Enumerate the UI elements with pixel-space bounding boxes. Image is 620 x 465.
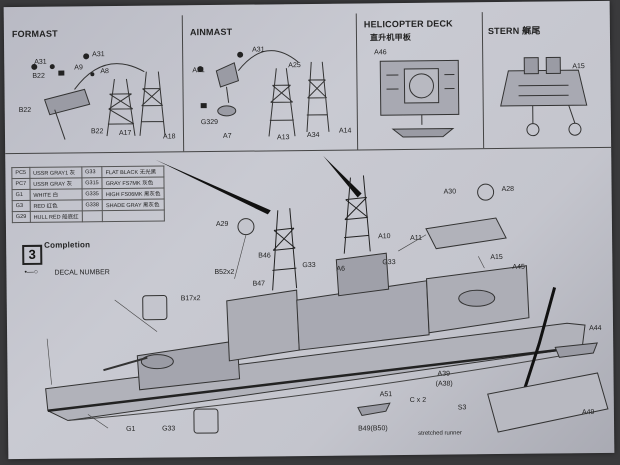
stern-diagram xyxy=(500,56,588,137)
part-label: A6 xyxy=(336,265,346,273)
ainmast-label: A7 xyxy=(222,132,232,140)
heli-deck-diagram xyxy=(379,59,460,138)
part-label: (A38) xyxy=(435,380,453,388)
formast-label: A9 xyxy=(74,64,83,72)
part-label: A51 xyxy=(379,391,393,399)
formast-label: A8 xyxy=(100,68,109,76)
ainmast-diagram xyxy=(197,50,330,137)
formast-label: B22 xyxy=(32,72,45,80)
part-label: A28 xyxy=(501,185,515,193)
part-label: B17x2 xyxy=(180,295,201,303)
ainmast-label: A14 xyxy=(338,127,352,135)
part-label: A30 xyxy=(443,188,457,196)
ainmast-label: A13 xyxy=(276,134,290,142)
part-label: G33 xyxy=(302,261,316,270)
part-label: B52x2 xyxy=(214,268,235,276)
heli-label: A46 xyxy=(374,49,387,57)
part-label: B49(B50) xyxy=(358,425,388,433)
part-label: A45 xyxy=(512,263,525,271)
part-label: A29 xyxy=(215,220,229,228)
part-label: B47 xyxy=(252,280,266,288)
stern-header: STERN 艉尾 xyxy=(487,25,541,37)
part-label: B46 xyxy=(258,252,271,260)
stern-label: A15 xyxy=(572,63,585,71)
panel-divider-2 xyxy=(355,13,359,150)
part-label: A10 xyxy=(378,233,391,241)
stretched-runner-label: stretched runner xyxy=(418,430,462,437)
part-label: G1 xyxy=(126,425,136,433)
formast-label: A18 xyxy=(162,133,176,141)
formast-header: FORMAST xyxy=(11,28,58,40)
part-label: A44 xyxy=(589,324,602,333)
part-label: G33 xyxy=(382,259,396,267)
ainmast-label: A31 xyxy=(192,67,205,75)
heli-deck-cn-header: 直升机甲板 xyxy=(369,32,412,43)
ainmast-label: G329 xyxy=(200,118,219,127)
formast-diagram xyxy=(31,53,166,140)
part-label: A11 xyxy=(410,234,423,242)
part-label: C x 2 xyxy=(409,396,427,404)
ainmast-label: A25 xyxy=(288,62,301,70)
panel-divider-3 xyxy=(481,12,485,149)
formast-label: B22 xyxy=(90,128,104,136)
part-label: A15 xyxy=(490,253,503,262)
ainmast-header: AINMAST xyxy=(189,26,233,38)
instruction-sheet: FORMAST AINMAST HELICOPTER DECK 直升机甲板 ST… xyxy=(3,0,615,460)
heli-deck-header: HELICOPTER DECK xyxy=(363,18,453,30)
part-label: A49 xyxy=(581,409,595,417)
ainmast-label: A34 xyxy=(306,131,320,140)
formast-label: A31 xyxy=(34,58,47,66)
part-label: G33 xyxy=(162,425,176,433)
ainmast-label: A31 xyxy=(252,46,265,54)
part-label: S3 xyxy=(457,404,467,412)
part-label: A39 xyxy=(437,370,451,378)
formast-label: B22 xyxy=(18,106,32,115)
ship-completion-diagram xyxy=(45,155,609,434)
formast-label: A31 xyxy=(92,51,105,59)
formast-label: A17 xyxy=(118,129,132,137)
